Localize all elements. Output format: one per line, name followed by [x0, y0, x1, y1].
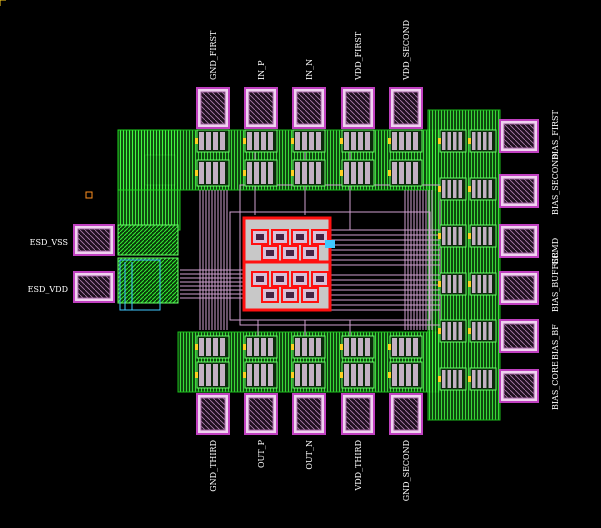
pin-label-top: IN_N — [305, 59, 314, 80]
pad-right-2 — [499, 224, 539, 258]
pad-bottom-1 — [244, 393, 278, 435]
pad-top-0 — [196, 87, 230, 129]
pad-right-4 — [499, 319, 539, 353]
pin-label-top: GND_FIRST — [209, 30, 218, 80]
pin-label-right: BIAS_CORE — [551, 361, 560, 410]
pin-label-right: GCMD — [551, 238, 560, 265]
pad-right-3 — [499, 271, 539, 305]
pin-label-bottom: OUT_P — [257, 439, 266, 468]
pin-label-top: VDD_FIRST — [354, 31, 363, 81]
pad-bottom-0 — [196, 393, 230, 435]
pin-label-bottom: GND_SECOND — [402, 440, 411, 501]
pin-label-right: BIAS_BUFFER — [551, 251, 560, 312]
pad-top-4 — [389, 87, 423, 129]
pad-top-3 — [341, 87, 375, 129]
pad-bottom-3 — [341, 393, 375, 435]
pin-label-top: IN_P — [257, 60, 266, 80]
pin-label-left: ESD_VDD — [28, 285, 68, 294]
esd-cells — [195, 129, 497, 391]
pad-right-1 — [499, 174, 539, 208]
pad-bottom-2 — [292, 393, 326, 435]
pin-label-right: BIAS_BF — [551, 324, 560, 360]
core-block — [229, 211, 431, 321]
pad-bottom-4 — [389, 393, 423, 435]
pin-label-right: BIAS_FIRST — [551, 109, 560, 160]
guard-ring-top — [117, 129, 439, 191]
metal-routing — [180, 150, 441, 340]
pin-label-top: VDD_SECOND — [402, 20, 411, 81]
pin-label-left: ESD_VSS — [30, 238, 68, 247]
pin-label-right: BIAS_SECOND — [551, 153, 560, 215]
io-pads — [73, 87, 539, 435]
pad-right-5 — [499, 369, 539, 403]
pad-right-0 — [499, 119, 539, 153]
pin-label-bottom: OUT_N — [305, 440, 314, 470]
pin-label-bottom: VDD_THIRD — [354, 440, 363, 492]
pin-label-bottom: GND_THIRD — [209, 440, 218, 492]
pad-top-1 — [244, 87, 278, 129]
pad-left-1 — [73, 271, 115, 303]
pad-top-2 — [292, 87, 326, 129]
pad-left-0 — [73, 224, 115, 256]
